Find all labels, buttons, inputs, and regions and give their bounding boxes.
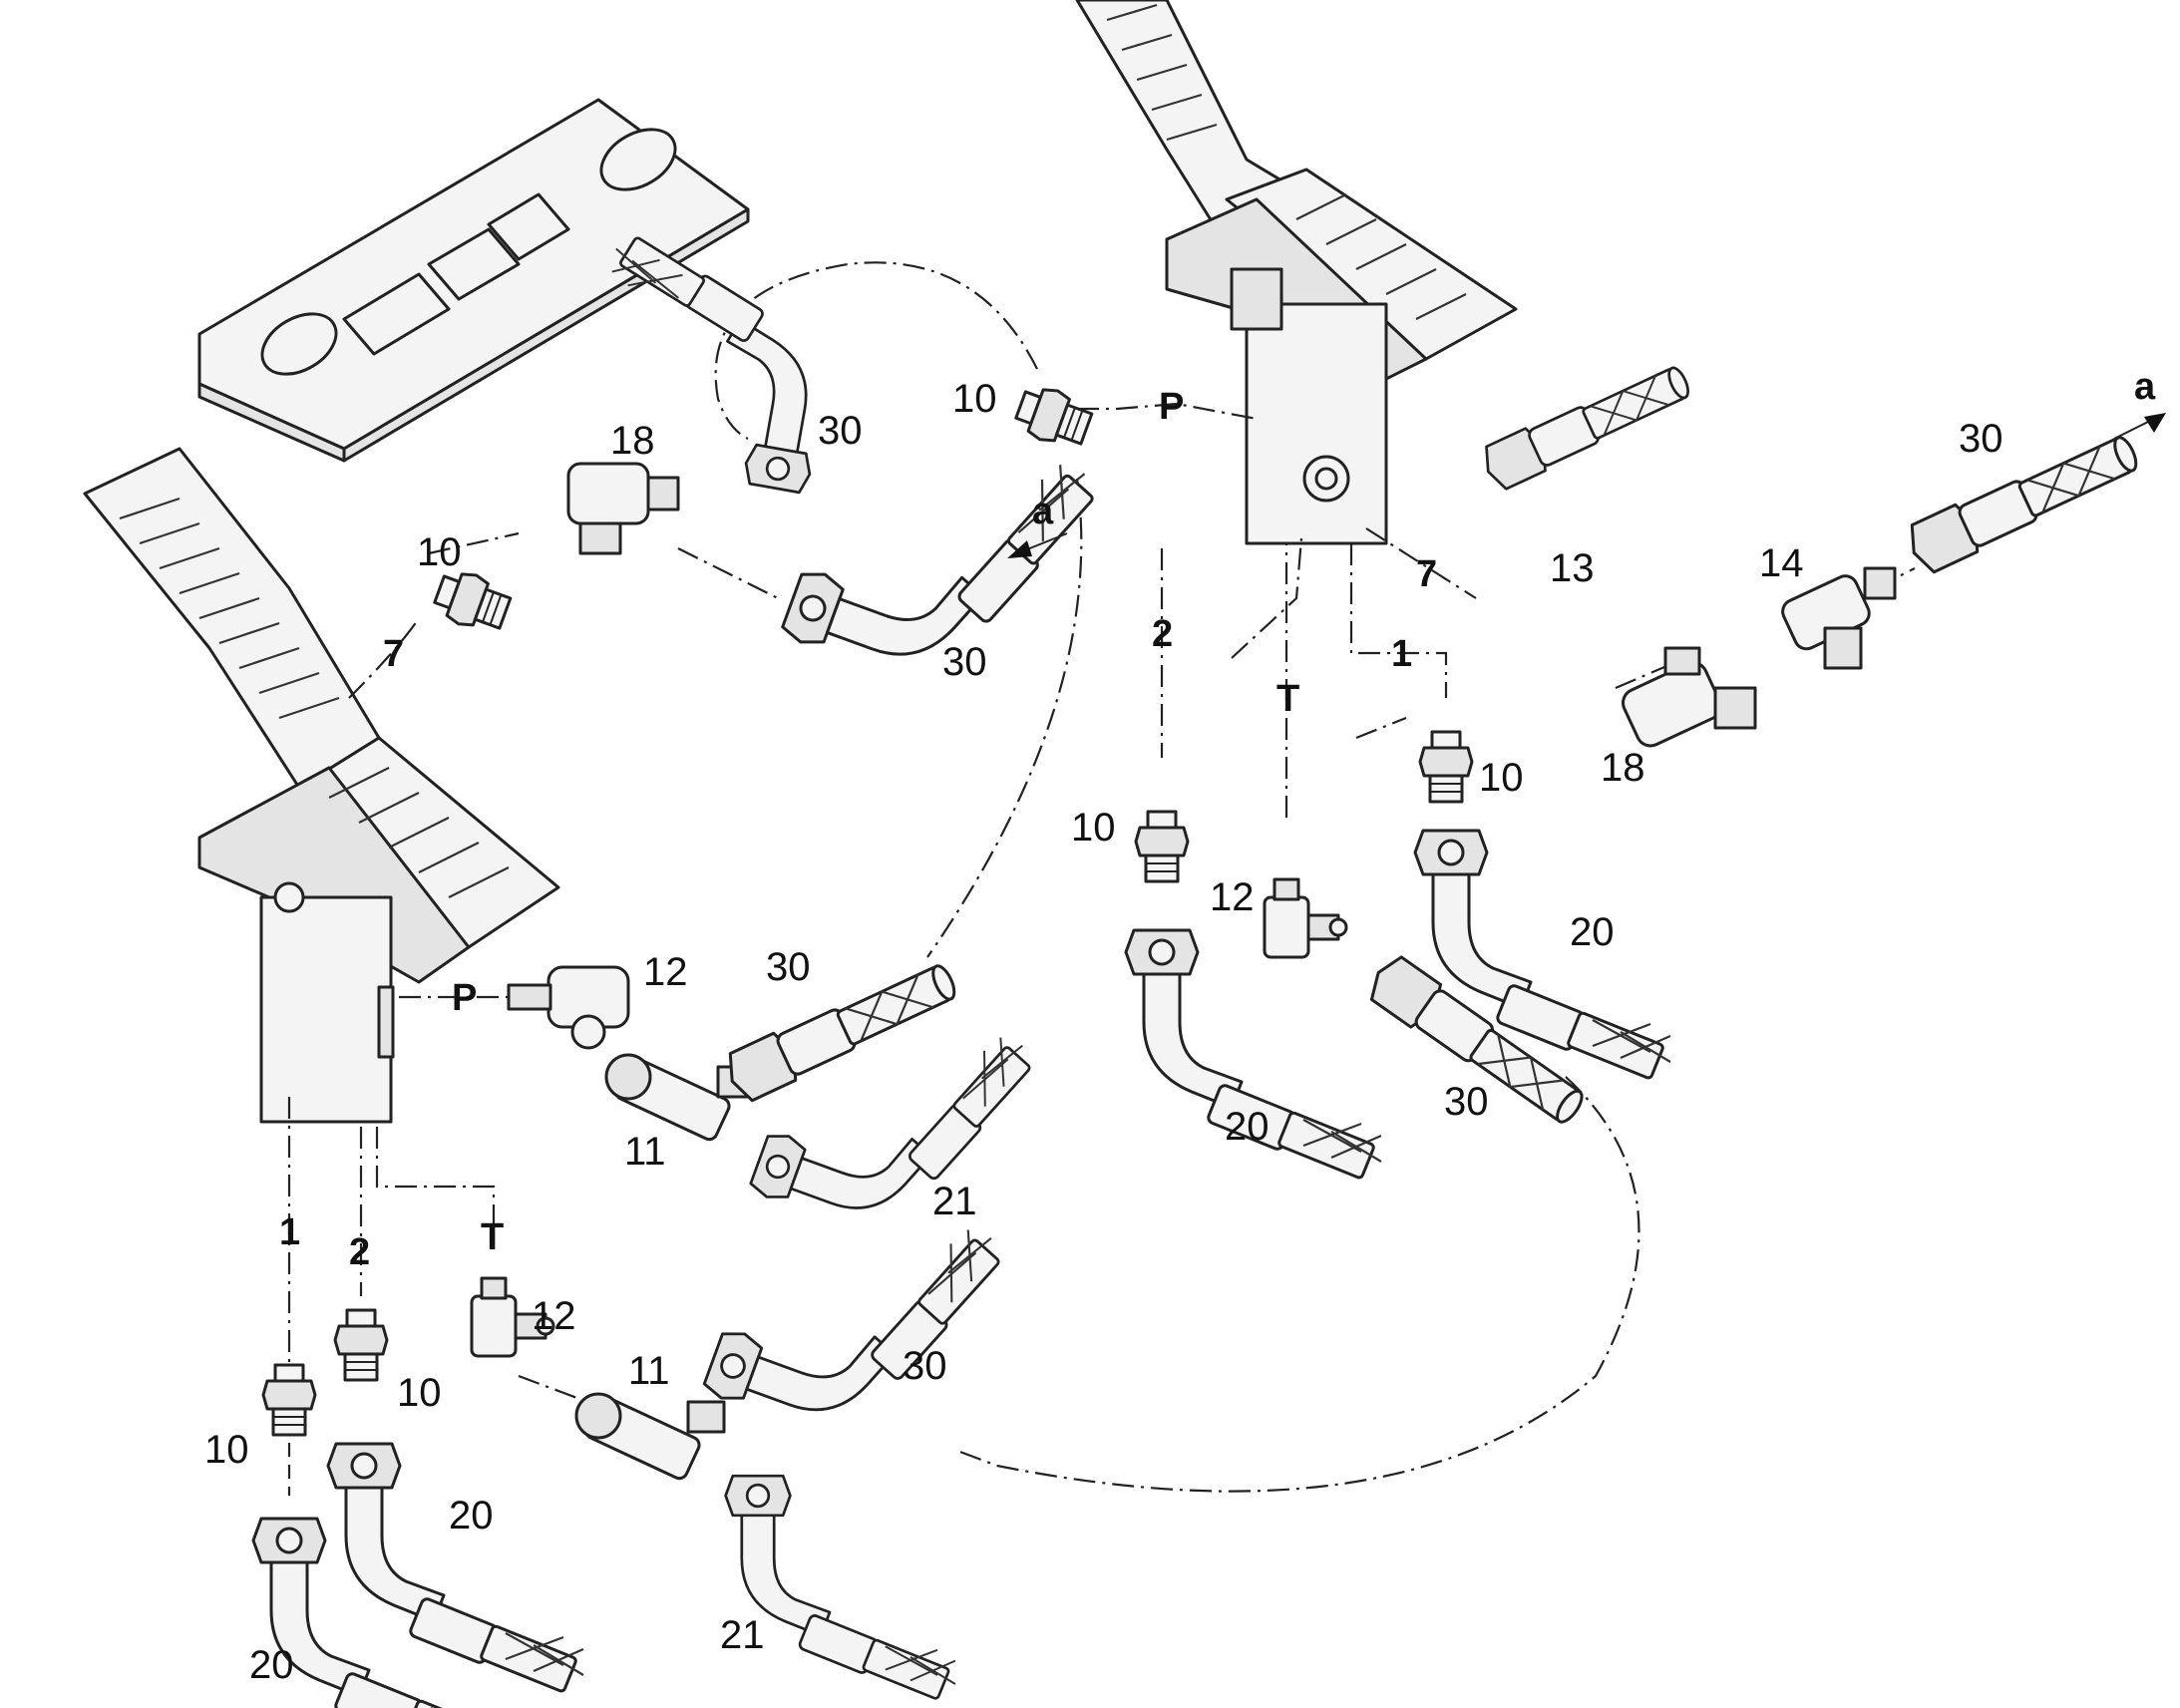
fittings-right bbox=[1010, 357, 2145, 1181]
port-p-label: P bbox=[1159, 386, 1184, 428]
callout-20: 20 bbox=[249, 1643, 294, 1687]
callout-21: 21 bbox=[720, 1613, 765, 1657]
port-labels: P P 2 T 1 7 7 1 2 T a a bbox=[279, 366, 2156, 1273]
callout-14: 14 bbox=[1759, 541, 1804, 585]
callout-20: 20 bbox=[1225, 1105, 1270, 1149]
callout-18: 18 bbox=[610, 419, 655, 463]
callout-10: 10 bbox=[1071, 806, 1116, 850]
callout-21: 21 bbox=[932, 1180, 977, 1223]
port-p-label: P bbox=[452, 977, 477, 1019]
callout-20: 20 bbox=[1570, 910, 1615, 954]
port-a-label: a bbox=[1032, 491, 1054, 532]
callout-13: 13 bbox=[1550, 546, 1595, 590]
callout-10: 10 bbox=[397, 1371, 442, 1415]
port-7-label: 7 bbox=[1416, 553, 1437, 595]
callout-12: 12 bbox=[1210, 875, 1255, 919]
port-a-label: a bbox=[2134, 366, 2156, 408]
port-1-label: 1 bbox=[1391, 633, 1412, 675]
port-2-label: 2 bbox=[349, 1231, 370, 1273]
callout-30: 30 bbox=[1959, 417, 2003, 461]
callout-12: 12 bbox=[643, 950, 688, 994]
callout-30: 30 bbox=[1444, 1080, 1489, 1124]
callout-10: 10 bbox=[204, 1428, 249, 1472]
callout-11: 11 bbox=[624, 1130, 666, 1174]
arrow-a-right bbox=[2113, 413, 2166, 440]
callout-30: 30 bbox=[942, 640, 987, 684]
port-7-label: 7 bbox=[383, 633, 404, 675]
callout-30: 30 bbox=[818, 409, 863, 453]
callout-labels: 10 18 30 10 30 12 30 11 21 12 11 30 10 1… bbox=[204, 377, 2003, 1687]
arrow-a-left bbox=[1007, 532, 1068, 558]
port-t-label: T bbox=[1276, 678, 1299, 720]
port-t-label: T bbox=[481, 1216, 504, 1258]
callout-11: 11 bbox=[628, 1349, 670, 1393]
callout-18: 18 bbox=[1601, 746, 1645, 790]
left-pedal-assembly bbox=[83, 447, 560, 1124]
port-1-label: 1 bbox=[279, 1211, 300, 1253]
connection-lines bbox=[287, 261, 1916, 1496]
callout-30: 30 bbox=[766, 945, 811, 989]
callout-10: 10 bbox=[1479, 756, 1524, 800]
fittings-left bbox=[251, 231, 1103, 1708]
callout-20: 20 bbox=[449, 1494, 494, 1537]
callout-30: 30 bbox=[903, 1344, 947, 1388]
callout-12: 12 bbox=[532, 1294, 576, 1338]
callout-10: 10 bbox=[952, 377, 997, 421]
right-pedal-assembly bbox=[1075, 0, 1518, 545]
port-2-label: 2 bbox=[1152, 613, 1173, 655]
callout-10: 10 bbox=[417, 530, 462, 574]
